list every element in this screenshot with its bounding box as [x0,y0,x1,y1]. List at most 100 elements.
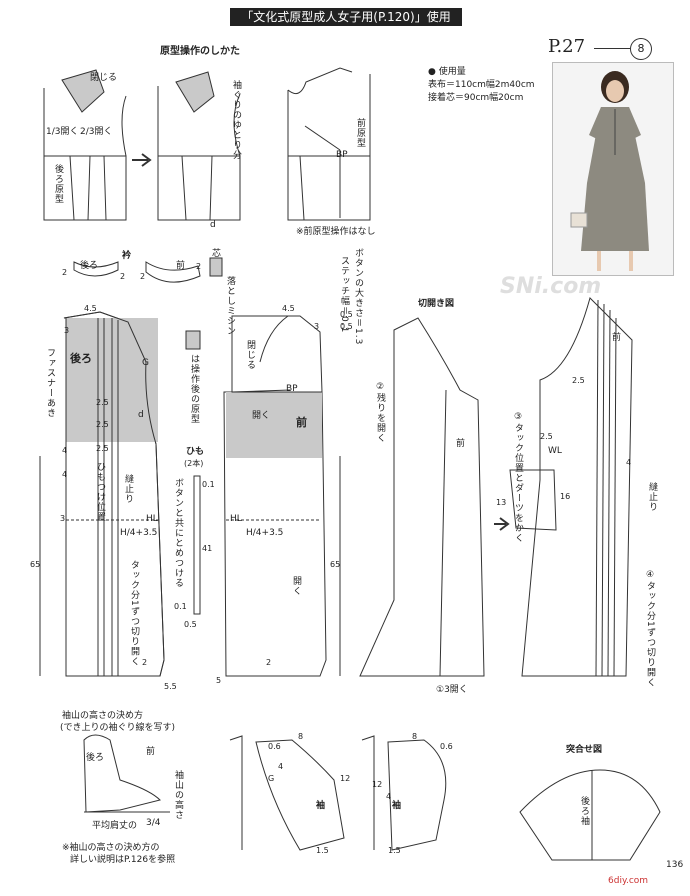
header-banner: 「文化式原型成人女子用(P.120)」使用 [230,8,462,26]
button-v05b: 0.5 [340,322,353,331]
legend-swatch [185,330,201,350]
final-v4: 4 [626,458,632,467]
collar-front-piece [145,261,201,283]
footer-site: 6diy.com [608,876,649,886]
slash-front-label: 前 [456,439,466,449]
front-v5: 5 [216,676,222,685]
back-v55: 5.5 [164,682,177,691]
front-note: ※前原型操作はなし [296,227,376,237]
sleeve-cap-fraction: 3/4 [146,818,161,828]
front-hl-label: HL [230,514,242,524]
final-front-label: 前 [612,333,622,343]
tie-count: (2本) [184,459,204,468]
machine-label: 落としミシン [225,276,235,336]
sleeve-b-v12: 12 [372,780,383,789]
bp-label: BP [336,150,348,160]
zipper-label: ファスナーあき [45,348,55,418]
tie-strip [193,475,201,615]
front-body-pattern [223,315,341,677]
back-v45: 4.5 [84,304,97,313]
sleeve-a-pattern [229,735,345,851]
open-third-label: 1/3開く [46,127,79,137]
collar-dim-2d: 2 [196,262,202,271]
stitch-label: ステッチ幅＝0.1 [339,256,349,334]
sleeve-cap-note2: 詳しい説明はP.126を参照 [70,855,176,865]
model-figure-illustration [570,71,649,271]
back-block-label: 後ろ原型 [53,164,63,204]
pocket-piece [509,469,557,531]
final-wl: WL [548,446,562,456]
sleeve-a-v06: 0.6 [268,742,281,751]
final-v25b: 2.5 [540,432,553,441]
sleeve-cap-title: 袖山の高さの決め方 [62,711,144,721]
materials-interfacing: 接着芯＝90cm幅20cm [428,93,524,103]
tie-v05: 0.5 [184,620,197,629]
back-v4b: 4 [62,470,68,479]
front-body-label: 前 [296,416,307,429]
final-step3: ③タック位置とダーツをかく [513,412,523,543]
arrow-right-icon-2 [494,517,510,531]
collar-front-label: 前 [176,261,186,271]
hl-label: HL [146,514,158,524]
armhole-ease-label: 袖ぐりのゆとり分 [231,80,241,160]
button-size-label: ボタンの大きさ＝1.3 [353,248,363,346]
sleeve-cap-note1: ※袖山の高さの決め方の [62,843,160,853]
sleeve-b-v15: 1.5 [388,846,401,855]
sleeve-a-v12: 12 [340,774,351,783]
sleeve-cap-height: 袖山の高さ [173,770,183,820]
front-v3: 3 [314,322,320,331]
slit-label: 縫止り [123,474,133,504]
d-body-label: d [138,410,144,420]
model-photo [552,62,674,276]
footer-page-num: 136 [666,860,684,870]
collar-core-label: 芯 [212,249,222,259]
sleeve-cap-back: 後ろ [86,753,105,763]
final-v16: 16 [560,492,571,501]
page-ref-number: 8 [630,38,652,60]
final-v25a: 2.5 [572,376,585,385]
back-v2: 2 [142,658,148,667]
final-v13: 13 [496,498,507,507]
arrow-right-icon [132,153,152,167]
materials-heading: ● 使用量 [428,67,466,77]
hl-calc-label: H/4+3.5 [120,528,158,538]
front-block-diagram [287,67,371,221]
sleeve-b-pattern [361,735,447,851]
d-label: d [210,220,216,230]
front-open2-label: 開く [291,576,301,596]
final-slit: 縫止り [647,482,657,512]
sleeve-a-label: 袖 [316,801,326,811]
back-v25b: 2.5 [96,420,109,429]
final-step4: ④タック分1ずつ切り開く [645,570,655,688]
sleeve-b-v8: 8 [412,732,418,741]
g-label: G [142,358,149,368]
final-front-pattern [494,297,633,677]
slash-step1: ①3開く [436,685,468,695]
slash-step2: ②残りを開く [375,382,385,443]
collar-dim-2b: 2 [120,272,126,281]
tie-v01a: 0.1 [202,480,215,489]
front-v45: 4.5 [282,304,295,313]
collar-back-label: 後ろ [80,261,99,271]
back-body-label: 後ろ [70,352,92,365]
back-v25c: 2.5 [96,444,109,453]
legend-text: は操作後の原型 [189,354,199,424]
front-bp-label: BP [286,384,298,394]
tie-note: ボタンと共にとめつける [173,478,183,588]
slash-diagram [359,317,485,677]
assembly-title: 突合せ図 [566,745,603,755]
watermark: SNi.com [500,274,602,299]
front-close-label: 閉じる [245,340,255,370]
close-label: 閉じる [90,73,118,83]
front-v65: 65 [330,560,341,569]
page-ref-label: P.27 [548,36,586,57]
front-v2: 2 [266,658,272,667]
back-block-result [157,71,241,221]
materials-fabric: 表布＝110cm幅2m40cm [428,80,535,90]
tie-v01b: 0.1 [174,602,187,611]
collar-dim-2c: 2 [140,272,146,281]
button-v05: 0.5 [340,310,353,319]
sleeve-b-v06: 0.6 [440,742,453,751]
tuck-label: タック分1ずつ切り開く [129,560,139,667]
